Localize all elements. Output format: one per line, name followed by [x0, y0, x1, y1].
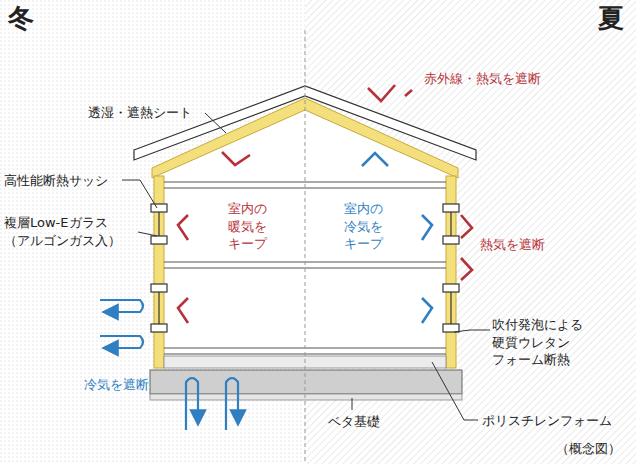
part-label: 高性能断熱サッシ [4, 172, 108, 190]
season-label: 夏 [598, 4, 624, 33]
part-label: 複層Low-Eガラス （アルゴンガス入） [4, 214, 134, 249]
effect-label: 室内の 冷気を キープ [338, 200, 388, 253]
effect-label: 熱気を遮断 [480, 236, 545, 254]
effect-label: 室内の 暖気を キープ [222, 200, 272, 253]
part-label: 吹付発泡による 硬質ウレタン フォーム断熱 [492, 316, 594, 369]
part-label: ベタ基礎 [328, 413, 380, 431]
effect-label: 赤外線・熱気を遮断 [424, 70, 541, 88]
effect-label: 冷気を遮断 [84, 376, 149, 394]
season-label: 冬 [8, 4, 34, 33]
part-label: ポリスチレンフォーム [482, 412, 612, 430]
part-label: 透湿・遮熱シート [88, 104, 192, 122]
caption: （概念図） [556, 440, 621, 458]
